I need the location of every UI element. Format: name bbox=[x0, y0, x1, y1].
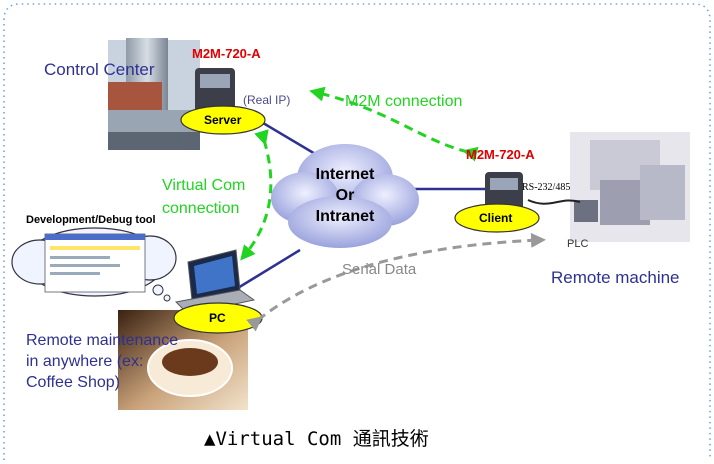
dev-tool-cloud bbox=[11, 227, 177, 302]
virtual-com-line-1: Virtual Com bbox=[162, 177, 246, 194]
client-device-label: M2M-720-A bbox=[466, 147, 535, 162]
remote-maintenance-line-2: in anywhere (ex: bbox=[26, 353, 144, 370]
real-ip-note: (Real IP) bbox=[243, 93, 291, 107]
remote-maintenance-label: Remote maintenance in anywhere (ex: Coff… bbox=[26, 330, 178, 393]
pc-role-label: PC bbox=[209, 311, 226, 325]
remote-maintenance-line-3: Coffee Shop) bbox=[26, 374, 120, 391]
control-center-title: Control Center bbox=[44, 60, 155, 79]
network-line-2: Or bbox=[335, 187, 355, 204]
server-device-label: M2M-720-A bbox=[192, 46, 261, 61]
network-label: Internet Or Intranet bbox=[300, 164, 390, 227]
virtual-com-arrow bbox=[240, 129, 273, 261]
client-role-label: Client bbox=[479, 211, 513, 225]
interface-label: RS-232/485 bbox=[522, 182, 571, 193]
machine-image bbox=[570, 132, 690, 242]
serial-data-label: Serial Data bbox=[342, 261, 417, 278]
link-server-cloud bbox=[257, 118, 323, 160]
m2m-connection-arrow bbox=[309, 86, 479, 162]
plc-label: PLC bbox=[567, 238, 589, 250]
client-ellipse bbox=[454, 203, 540, 233]
dev-tool-label: Development/Debug tool bbox=[26, 214, 156, 226]
virtual-com-label: Virtual Com connection bbox=[162, 174, 245, 220]
remote-machine-title: Remote machine bbox=[551, 268, 680, 287]
m2m-connection-label: M2M connection bbox=[345, 93, 463, 110]
server-ellipse bbox=[180, 105, 266, 135]
serial-cable bbox=[527, 199, 581, 205]
network-line-3: Intranet bbox=[315, 208, 375, 225]
remote-maintenance-line-1: Remote maintenance bbox=[26, 332, 179, 349]
network-line-1: Internet bbox=[315, 166, 375, 183]
server-role-label: Server bbox=[204, 113, 242, 127]
laptop-icon bbox=[174, 249, 256, 315]
serial-data-arrow bbox=[246, 232, 546, 332]
building-image bbox=[108, 38, 200, 150]
figure-caption: ▲Virtual Com 通訊技術 bbox=[204, 428, 429, 450]
virtual-com-line-2: connection bbox=[162, 200, 240, 217]
dotted-border bbox=[3, 3, 711, 460]
